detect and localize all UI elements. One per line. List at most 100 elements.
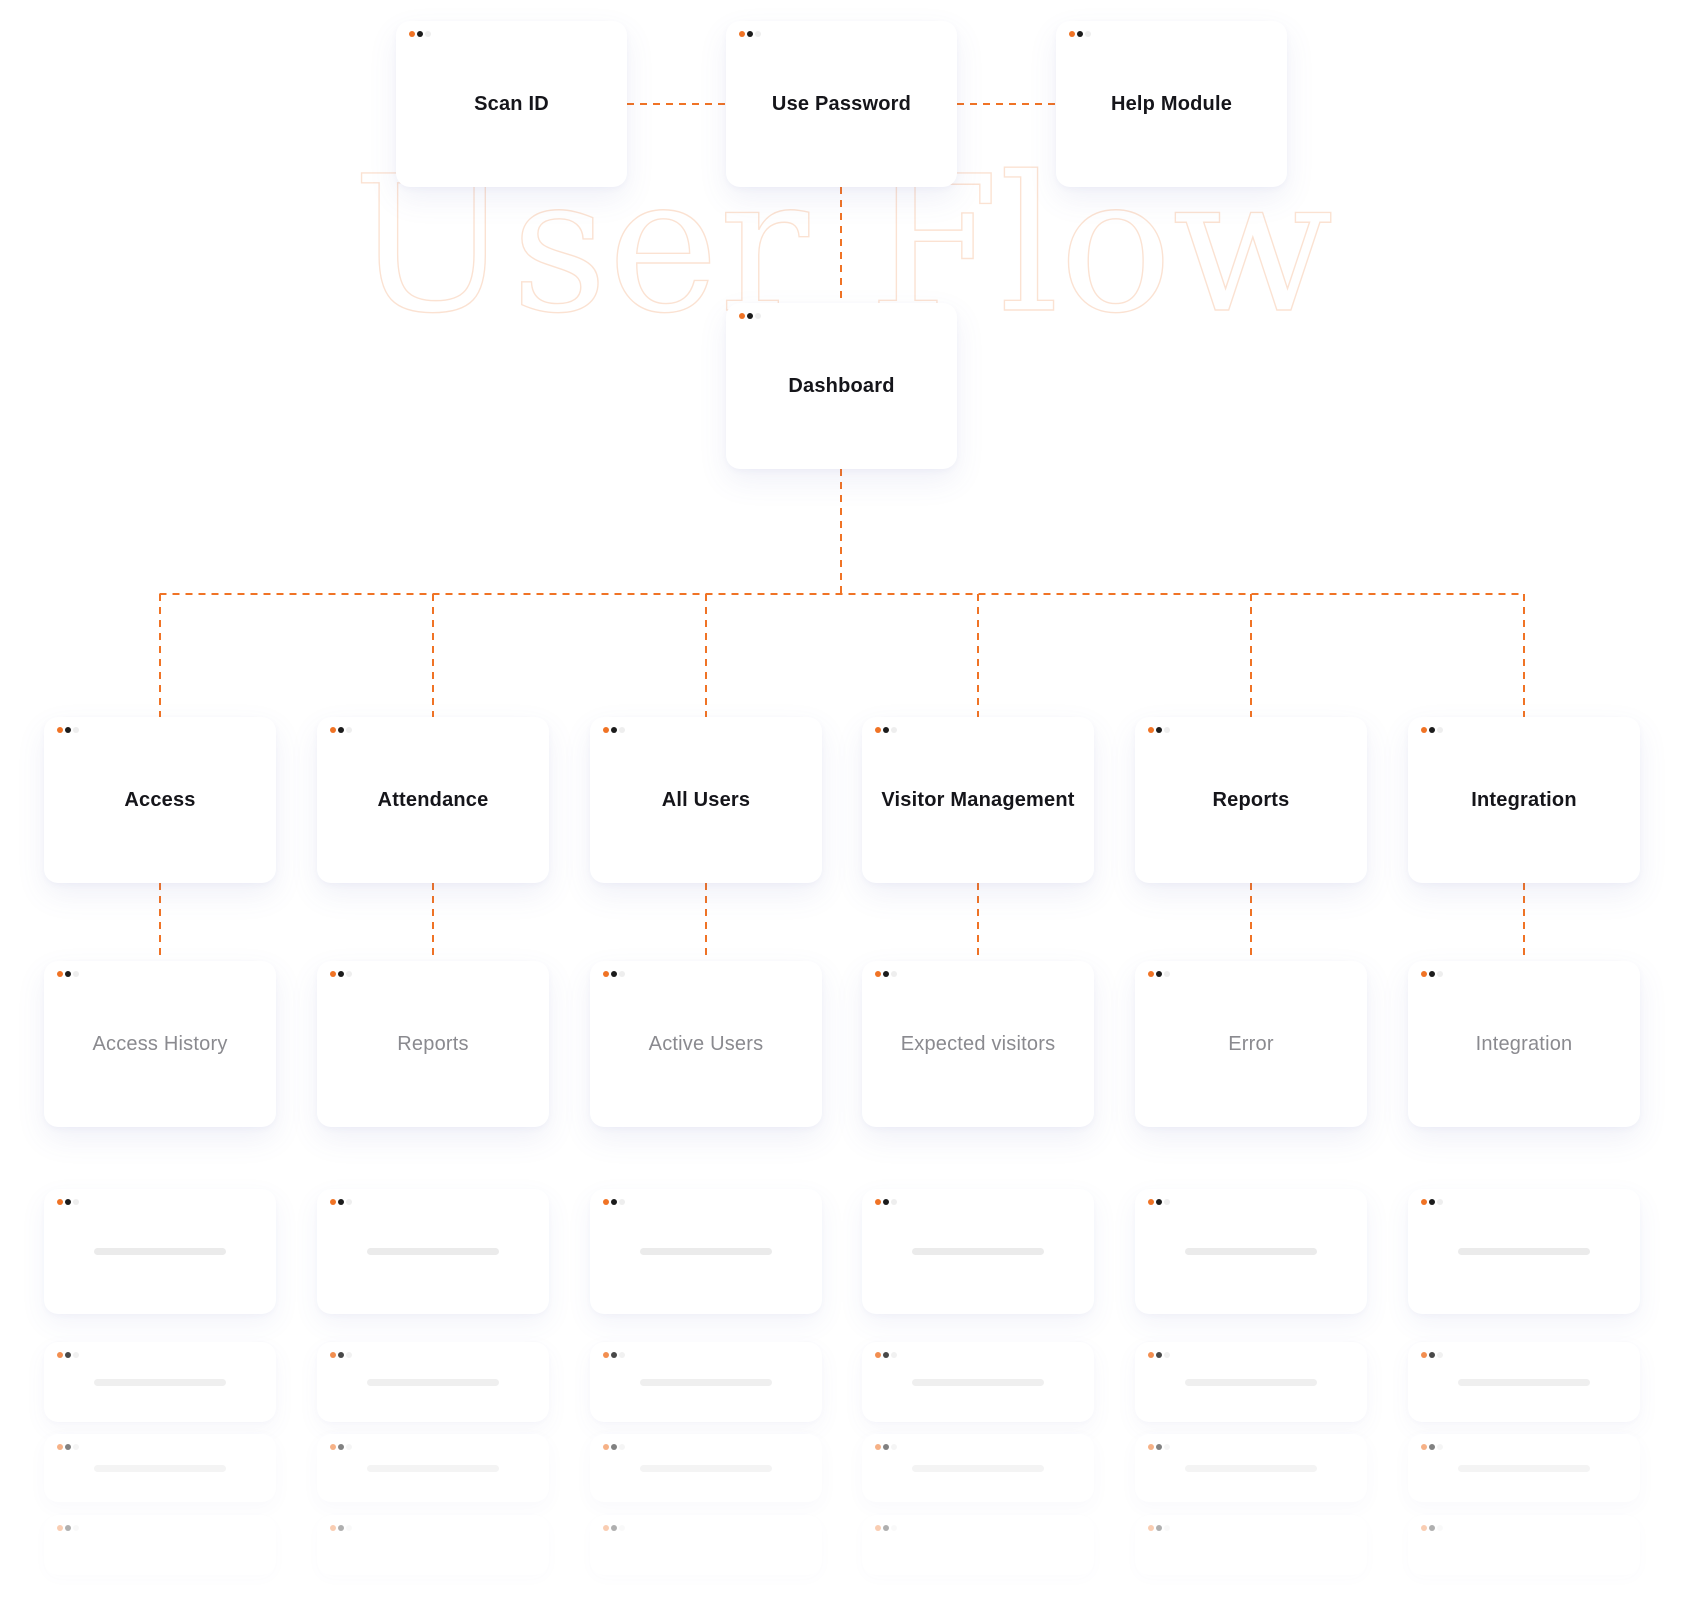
dark-dot-icon <box>611 1199 617 1205</box>
light-dot-icon <box>891 971 897 977</box>
dark-dot-icon <box>883 971 889 977</box>
orange-dot-icon <box>330 1444 336 1450</box>
status-dots <box>1069 31 1091 37</box>
dark-dot-icon <box>1429 1199 1435 1205</box>
orange-dot-icon <box>1148 1352 1154 1358</box>
status-dots <box>603 971 625 977</box>
scan-id-card[interactable]: Scan ID <box>396 21 627 187</box>
light-dot-icon <box>619 1352 625 1358</box>
dark-dot-icon <box>338 727 344 733</box>
placeholder-card <box>1135 1189 1367 1314</box>
dark-dot-icon <box>747 31 753 37</box>
help-module-card[interactable]: Help Module <box>1056 21 1287 187</box>
module-card-all-users[interactable]: All Users <box>590 717 822 883</box>
status-dots <box>1148 727 1170 733</box>
light-dot-icon <box>73 1352 79 1358</box>
sub-card-error[interactable]: Error <box>1135 961 1367 1127</box>
dark-dot-icon <box>65 1352 71 1358</box>
placeholder-bar <box>1458 1248 1590 1255</box>
orange-dot-icon <box>409 31 415 37</box>
status-dots <box>57 1352 79 1358</box>
placeholder-bar <box>1185 1464 1317 1472</box>
placeholder-card <box>590 1189 822 1314</box>
placeholder-bar <box>912 1378 1044 1386</box>
use-password-label: Use Password <box>771 92 912 115</box>
light-dot-icon <box>346 1525 352 1531</box>
module-label: Access <box>124 788 196 811</box>
dark-dot-icon <box>1429 1352 1435 1358</box>
status-dots <box>603 1444 625 1450</box>
sub-card-active-users[interactable]: Active Users <box>590 961 822 1127</box>
placeholder-bar <box>640 1378 772 1386</box>
sub-card-access-history[interactable]: Access History <box>44 961 276 1127</box>
status-dots <box>330 1199 352 1205</box>
module-label: Attendance <box>377 788 489 811</box>
placeholder-card <box>590 1434 822 1502</box>
status-dots <box>875 1199 897 1205</box>
placeholder-card <box>1135 1434 1367 1502</box>
orange-dot-icon <box>57 1199 63 1205</box>
orange-dot-icon <box>330 727 336 733</box>
status-dots <box>1421 727 1443 733</box>
light-dot-icon <box>1437 1352 1443 1358</box>
module-card-access[interactable]: Access <box>44 717 276 883</box>
module-card-integration[interactable]: Integration <box>1408 717 1640 883</box>
dark-dot-icon <box>338 971 344 977</box>
dark-dot-icon <box>65 971 71 977</box>
sub-card-reports[interactable]: Reports <box>317 961 549 1127</box>
orange-dot-icon <box>57 971 63 977</box>
placeholder-bar <box>94 1464 226 1472</box>
status-dots <box>57 971 79 977</box>
light-dot-icon <box>619 727 625 733</box>
use-password-card[interactable]: Use Password <box>726 21 957 187</box>
light-dot-icon <box>1164 1352 1170 1358</box>
placeholder-card <box>317 1515 549 1575</box>
dark-dot-icon <box>65 727 71 733</box>
orange-dot-icon <box>1148 1525 1154 1531</box>
dark-dot-icon <box>611 1352 617 1358</box>
placeholder-card <box>44 1342 276 1422</box>
sub-label: Expected visitors <box>900 1032 1056 1055</box>
placeholder-bar <box>1185 1248 1317 1255</box>
sub-card-integration[interactable]: Integration <box>1408 961 1640 1127</box>
dark-dot-icon <box>883 1444 889 1450</box>
placeholder-bar <box>367 1464 499 1472</box>
dark-dot-icon <box>1156 727 1162 733</box>
placeholder-card <box>1135 1515 1367 1575</box>
module-card-visitor-management[interactable]: Visitor Management <box>862 717 1094 883</box>
orange-dot-icon <box>57 727 63 733</box>
dark-dot-icon <box>883 727 889 733</box>
dark-dot-icon <box>1156 1525 1162 1531</box>
light-dot-icon <box>1437 971 1443 977</box>
placeholder-card <box>44 1515 276 1575</box>
dark-dot-icon <box>611 727 617 733</box>
status-dots <box>1421 1199 1443 1205</box>
orange-dot-icon <box>1148 727 1154 733</box>
light-dot-icon <box>346 971 352 977</box>
status-dots <box>330 1352 352 1358</box>
dark-dot-icon <box>417 31 423 37</box>
module-card-reports[interactable]: Reports <box>1135 717 1367 883</box>
light-dot-icon <box>1437 1444 1443 1450</box>
help-module-label: Help Module <box>1110 92 1233 115</box>
light-dot-icon <box>73 1199 79 1205</box>
light-dot-icon <box>891 1444 897 1450</box>
light-dot-icon <box>73 1525 79 1531</box>
sub-card-expected-visitors[interactable]: Expected visitors <box>862 961 1094 1127</box>
dark-dot-icon <box>1156 1444 1162 1450</box>
module-card-attendance[interactable]: Attendance <box>317 717 549 883</box>
status-dots <box>1421 1444 1443 1450</box>
dark-dot-icon <box>65 1444 71 1450</box>
light-dot-icon <box>619 1444 625 1450</box>
dashboard-card[interactable]: Dashboard <box>726 303 957 469</box>
status-dots <box>1148 1525 1170 1531</box>
light-dot-icon <box>891 1352 897 1358</box>
placeholder-bar <box>912 1464 1044 1472</box>
orange-dot-icon <box>1421 1199 1427 1205</box>
dark-dot-icon <box>65 1199 71 1205</box>
orange-dot-icon <box>57 1525 63 1531</box>
placeholder-card <box>317 1342 549 1422</box>
placeholder-bar <box>912 1248 1044 1255</box>
orange-dot-icon <box>330 1525 336 1531</box>
